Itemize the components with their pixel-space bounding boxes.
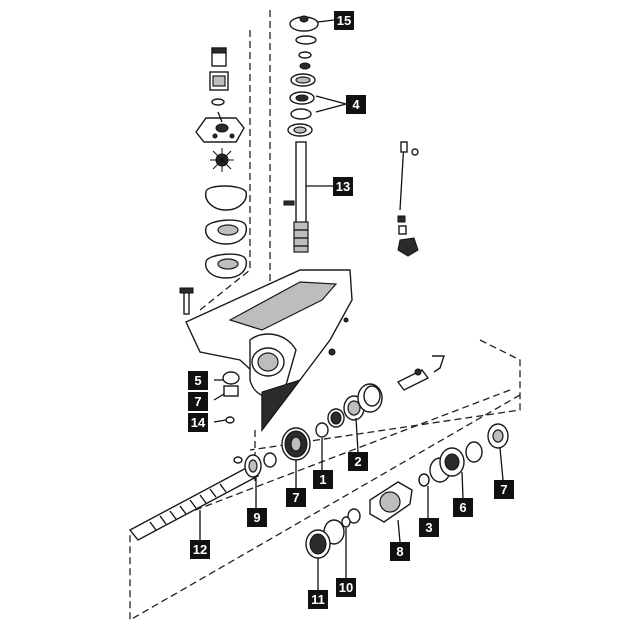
bearing-carrier-group xyxy=(305,423,509,559)
callout-label: 6 xyxy=(459,500,466,515)
callout-labels: 15 4 13 5 7 14 1 2 7 9 3 6 7 12 8 10 11 xyxy=(188,11,514,609)
callout-7-center: 7 xyxy=(286,488,306,507)
shift-components xyxy=(222,371,240,424)
callout-label: 1 xyxy=(319,472,326,487)
callout-15: 15 xyxy=(334,11,354,30)
callout-9: 9 xyxy=(247,508,267,527)
callout-7-left: 7 xyxy=(188,392,208,411)
callout-12: 12 xyxy=(190,540,210,559)
callout-label: 14 xyxy=(191,415,206,430)
callout-4: 4 xyxy=(346,95,366,114)
callout-5: 5 xyxy=(188,371,208,390)
callout-11: 11 xyxy=(308,590,328,609)
callout-label: 12 xyxy=(193,542,207,557)
gear-housing xyxy=(185,269,353,433)
callout-label: 7 xyxy=(194,394,201,409)
callout-label: 10 xyxy=(339,580,353,595)
callout-label: 2 xyxy=(354,454,361,469)
callout-label: 13 xyxy=(336,179,350,194)
callout-3: 3 xyxy=(419,518,439,537)
callout-label: 7 xyxy=(500,482,507,497)
callout-7-right: 7 xyxy=(494,480,514,499)
callout-6: 6 xyxy=(453,498,473,517)
leader-lines xyxy=(199,19,504,590)
shift-shaft xyxy=(397,141,419,257)
callout-1: 1 xyxy=(313,470,333,489)
callout-8: 8 xyxy=(390,542,410,561)
propeller-shaft xyxy=(128,456,260,541)
callout-label: 7 xyxy=(292,490,299,505)
callout-label: 5 xyxy=(194,373,201,388)
callout-label: 9 xyxy=(253,510,260,525)
callout-label: 8 xyxy=(396,544,403,559)
callout-label: 3 xyxy=(425,520,432,535)
callout-14: 14 xyxy=(188,413,208,432)
driveshaft-stack xyxy=(283,15,319,253)
callout-10: 10 xyxy=(336,578,356,597)
callout-label: 4 xyxy=(352,97,360,112)
gear-train xyxy=(244,355,445,478)
callout-label: 15 xyxy=(337,13,351,28)
callout-label: 11 xyxy=(311,592,325,607)
water-pump-assembly xyxy=(179,47,247,315)
callout-13: 13 xyxy=(333,177,353,196)
callout-2: 2 xyxy=(348,452,368,471)
